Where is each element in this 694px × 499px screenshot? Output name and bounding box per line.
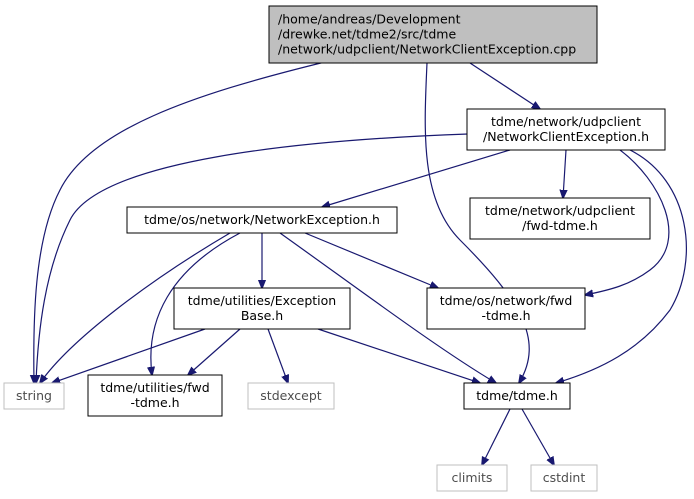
node-box [247,382,335,410]
node-ne-h[interactable]: tdme/os/network/NetworkException.h [126,206,398,234]
node-label-line: string [16,388,52,403]
node-box [87,374,223,417]
edge-root-to-nce_h [469,62,540,109]
node-label-line: tdme/network/udpclient [485,203,635,218]
node-box [436,464,508,492]
node-osnet-fwd[interactable]: tdme/os/network/fwd-tdme.h [426,287,586,330]
edge-exc_base-to-util_fwd [188,328,241,375]
edge-root-to-string [34,61,326,383]
node-label-line: -tdme.h [481,308,530,323]
node-string: string [3,382,65,410]
node-box [463,382,571,410]
edge-ne_h-to-osnet_fwd [304,232,438,288]
edge-nce_h-to-ne_h [322,149,511,207]
edge-nce_h-to-tdme_h [556,149,687,383]
edge-exc_base-to-string [52,328,206,383]
node-label-line: tdme/tdme.h [476,388,558,403]
node-climits: climits [436,464,508,492]
edge-ne_h-to-util_fwd [151,232,241,375]
edge-nce_h-to-osnet_fwd [585,149,670,295]
node-label-line: Base.h [241,308,283,323]
edge-nce_h-to-string [36,133,469,383]
node-nce-h[interactable]: tdme/network/udpclient/NetworkClientExce… [466,108,666,151]
edge-exc_base-to-stdexcept [267,328,288,383]
edge-ne_h-to-tdme_h [279,232,496,383]
node-label-line: tdme/utilities/Exception [188,293,336,308]
node-label-line: cstdint [543,470,586,485]
node-box [268,5,598,64]
node-label-line: /fwd-tdme.h [522,218,598,233]
dependency-edges [34,61,687,465]
edge-ne_h-to-string [40,232,231,383]
node-cstdint: cstdint [530,464,598,492]
node-box [426,287,586,330]
node-util-fwd[interactable]: tdme/utilities/fwd-tdme.h [87,374,223,417]
node-label-line: tdme/os/network/NetworkException.h [144,212,380,227]
node-label-line: -tdme.h [130,395,179,410]
node-stdexcept: stdexcept [247,382,335,410]
file-nodes: /home/andreas/Development/drewke.net/tdm… [3,5,666,492]
node-label-line: climits [452,470,493,485]
node-box [530,464,598,492]
edge-tdme_h-to-cstdint [521,408,554,465]
node-label-line: stdexcept [260,388,321,403]
edge-nce_h-to-udp_fwd [563,149,566,198]
node-root[interactable]: /home/andreas/Development/drewke.net/tdm… [268,5,598,64]
node-box [126,206,398,234]
edge-root-to-tdme_h [424,62,530,383]
node-label-line: /home/andreas/Development [278,12,461,27]
node-label-line: /NetworkClientException.h [483,129,649,144]
node-label-line: /network/udpclient/NetworkClientExceptio… [278,42,576,57]
edge-exc_base-to-tdme_h [317,328,480,383]
node-box [469,197,651,240]
node-box [3,382,65,410]
node-label-line: tdme/os/network/fwd [440,293,573,308]
node-label-line: /drewke.net/tdme2/src/tdme [278,27,456,42]
node-label-line: tdme/network/udpclient [491,114,641,129]
node-udp-fwd[interactable]: tdme/network/udpclient/fwd-tdme.h [469,197,651,240]
edge-tdme_h-to-climits [482,408,511,465]
node-box [173,287,351,330]
node-label-line: tdme/utilities/fwd [100,380,209,395]
node-box [466,108,666,151]
node-tdme-h[interactable]: tdme/tdme.h [463,382,571,410]
